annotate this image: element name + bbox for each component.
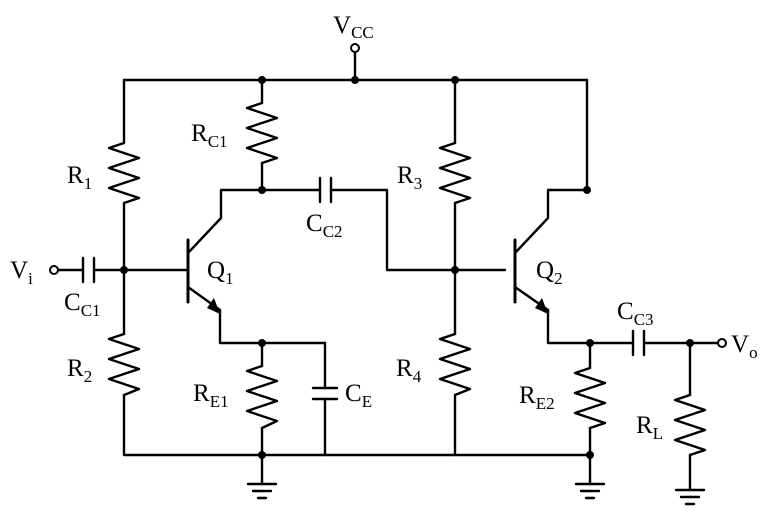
resistor-r4: R4 bbox=[396, 332, 472, 397]
resistor-r2: R2 bbox=[67, 332, 141, 397]
parallel-plate-capacitor-icon bbox=[631, 329, 646, 357]
svg-text:CC2: CC2 bbox=[306, 210, 343, 241]
resistor-re1: RE1 bbox=[193, 364, 279, 430]
svg-text:CC3: CC3 bbox=[617, 298, 654, 329]
svg-text:RC1: RC1 bbox=[191, 120, 228, 151]
svg-text:CC1: CC1 bbox=[64, 289, 101, 320]
capacitor-ce: CE bbox=[311, 380, 372, 411]
svg-text:VCC: VCC bbox=[333, 12, 374, 42]
wires bbox=[56, 50, 720, 492]
zigzag-resistor-icon bbox=[673, 393, 707, 457]
zigzag-resistor-icon bbox=[245, 101, 279, 165]
zigzag-resistor-icon bbox=[438, 141, 472, 205]
svg-text:CE: CE bbox=[345, 380, 372, 411]
npn-transistor-icon bbox=[186, 216, 223, 314]
resistor-re2: RE2 bbox=[519, 366, 607, 430]
svg-text:RE1: RE1 bbox=[193, 380, 229, 411]
capacitor-cc3: CC3 bbox=[617, 298, 654, 357]
svg-text:R3: R3 bbox=[397, 162, 422, 193]
parallel-plate-capacitor-icon bbox=[311, 386, 339, 401]
svg-text:RL: RL bbox=[636, 412, 663, 443]
junction-dots bbox=[120, 76, 694, 459]
ground-icon bbox=[574, 482, 606, 500]
zigzag-resistor-icon bbox=[573, 366, 607, 430]
resistor-rc1: RC1 bbox=[191, 101, 279, 165]
terminal-vi: Vi bbox=[10, 257, 59, 288]
svg-text:Q1: Q1 bbox=[207, 257, 234, 288]
terminal-vo: Vo bbox=[717, 331, 758, 362]
capacitor-cc1: CC1 bbox=[64, 256, 101, 320]
svg-text:Vo: Vo bbox=[731, 331, 758, 362]
transistor-q2: Q2 bbox=[513, 216, 563, 314]
zigzag-resistor-icon bbox=[245, 364, 279, 430]
resistor-r3: R3 bbox=[397, 141, 472, 205]
svg-text:R1: R1 bbox=[67, 162, 92, 193]
ground-icon bbox=[674, 488, 706, 506]
zigzag-resistor-icon bbox=[107, 141, 141, 205]
parallel-plate-capacitor-icon bbox=[81, 256, 96, 284]
parallel-plate-capacitor-icon bbox=[318, 176, 333, 204]
svg-text:RE2: RE2 bbox=[519, 382, 555, 413]
svg-text:Q2: Q2 bbox=[536, 257, 563, 288]
zigzag-resistor-icon bbox=[107, 332, 141, 397]
svg-text:Vi: Vi bbox=[10, 257, 33, 288]
transistor-q1: Q1 bbox=[186, 216, 234, 314]
ground-icon bbox=[246, 482, 278, 500]
capacitor-cc2: CC2 bbox=[306, 176, 343, 241]
svg-text:R2: R2 bbox=[67, 355, 92, 386]
resistor-rl: RL bbox=[636, 393, 707, 457]
svg-text:R4: R4 bbox=[396, 355, 422, 386]
zigzag-resistor-icon bbox=[438, 332, 472, 397]
npn-transistor-icon bbox=[513, 216, 550, 314]
resistor-r1: R1 bbox=[67, 141, 141, 205]
terminal-vcc: VCC bbox=[333, 12, 374, 53]
